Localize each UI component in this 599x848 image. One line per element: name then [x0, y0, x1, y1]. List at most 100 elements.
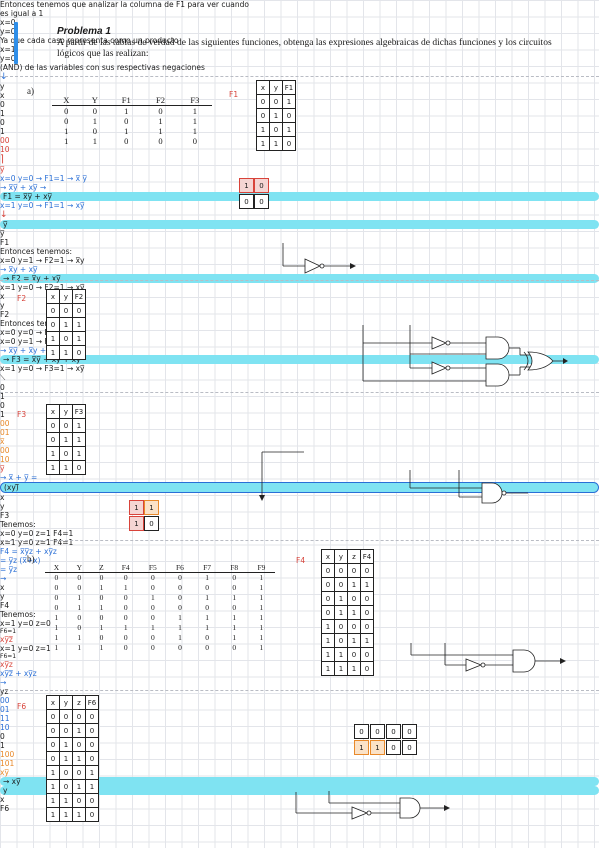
table-cell: 1: [99, 603, 104, 612]
table-cell: 0: [192, 136, 197, 146]
table-cell: 0: [232, 573, 237, 582]
table-cell: 1: [205, 573, 209, 582]
section-divider: [0, 76, 599, 77]
table-cell: 0: [150, 643, 155, 652]
column-header: F7: [193, 563, 221, 573]
table-cell: 1: [124, 106, 129, 116]
f6-line-1: x=1 y=0 z=0: [0, 619, 51, 628]
table-cell: 1: [54, 643, 59, 652]
f1-row2-text: (AND) de las variables con sus respectiv…: [0, 63, 205, 72]
problem-statement: A partir de las tablas de verdad de las …: [57, 38, 552, 59]
table-cell: 0: [99, 613, 104, 622]
f6-kmap-col: 11: [0, 714, 10, 723]
table-cell: 0: [54, 603, 59, 612]
f4-deriv-2: = y̅z (x̅+x): [0, 556, 41, 565]
f2-line-2: x=1 y=0 → F2=1 → xy̅: [0, 283, 85, 292]
table-cell: 0: [77, 613, 82, 622]
f6-kmap-row: 0: [0, 732, 5, 741]
table-cell: 0: [150, 613, 155, 622]
table-cell: 0: [85, 709, 99, 724]
section-divider: [0, 540, 599, 541]
f1-deriv-1: x=0 y=0 → F1=1 → x̅ y̅: [0, 174, 87, 183]
table-cell: 1: [178, 613, 182, 622]
f4-circuit-x: x: [0, 583, 5, 592]
table-cell: 0: [92, 106, 97, 116]
f1-kmap-row: 1: [0, 127, 5, 136]
f6-circuit-output: F6: [0, 804, 10, 813]
f1-kmap-corner-y: y: [0, 82, 5, 91]
table-cell: 0: [54, 583, 59, 592]
down-arrow-icon: ↓: [0, 210, 8, 220]
table-cell: 0: [85, 807, 99, 822]
table-cell: 1: [259, 583, 264, 592]
f6-kmap-col: 01: [0, 705, 10, 714]
table-cell: 1: [77, 643, 82, 652]
column-header: F6: [166, 563, 194, 573]
table-cell: 1: [259, 633, 264, 642]
table-cell: 1: [321, 661, 335, 676]
table-cell: 0: [92, 126, 97, 136]
table-cell: 0: [178, 593, 182, 602]
table-cell: 1: [360, 577, 374, 592]
table-cell: 1: [150, 623, 155, 632]
column-header: F4: [112, 563, 140, 573]
table-cell: 0: [158, 106, 163, 116]
f3-kmap-cell: 1: [129, 500, 144, 515]
section-divider: [0, 392, 599, 393]
table-cell: 1: [158, 126, 163, 136]
f6-side-2: 101: [0, 759, 15, 768]
table-cell: 1: [232, 633, 237, 642]
table-cell: 0: [232, 643, 237, 652]
table-cell: 0: [77, 573, 82, 582]
table-cell: 1: [59, 460, 73, 475]
f6-side-3: xy̅: [0, 768, 9, 777]
table-cell: 1: [232, 623, 237, 632]
table-cell: 1: [77, 593, 82, 602]
table-cell: 0: [124, 116, 129, 126]
f1-label: F1: [229, 90, 239, 99]
table-cell: 1: [54, 613, 59, 622]
table-cell: 1: [259, 603, 264, 612]
f3-side-1a: 00: [0, 419, 10, 428]
f3-side-1b: 01: [0, 428, 10, 437]
table-cell: 0: [178, 573, 182, 582]
table-cell: 0: [123, 603, 128, 612]
f1-row1-text: Ya que cada caso representa como un prod…: [0, 36, 179, 45]
table-cell: 1: [259, 623, 264, 632]
table-cell: 0: [99, 633, 104, 642]
f1-row1-x: x=0: [0, 18, 16, 27]
f6-kmap-cell: 0: [370, 724, 385, 739]
table-cell: 1: [192, 116, 197, 126]
f1-circuit-input: y̅: [0, 229, 5, 238]
f3-kmap-cell: 1: [129, 516, 144, 531]
f6-line-2-term: xy̅z: [0, 660, 13, 669]
table-cell: 1: [192, 106, 197, 116]
column-header: F9: [247, 563, 275, 573]
table-cell: 1: [178, 623, 182, 632]
f2-label: F2: [17, 294, 27, 303]
table-cell: 0: [54, 573, 59, 582]
